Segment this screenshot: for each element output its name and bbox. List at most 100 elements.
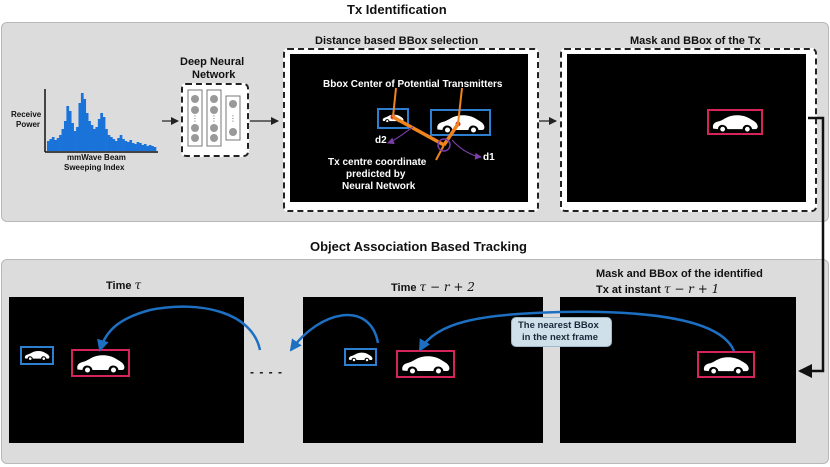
- identified-tx-prefix: Tx at instant: [596, 284, 661, 296]
- track-arrow-mid-to-gap: [289, 313, 380, 352]
- tau-tx-car: [77, 355, 125, 373]
- plot-bar: [88, 121, 91, 151]
- y-axis-label-line1: Receive: [11, 110, 42, 119]
- mid-other-bbox: [344, 348, 377, 366]
- plot-bar: [85, 113, 89, 151]
- plot-bar: [122, 139, 125, 151]
- x-axis-label-line2: Sweeping Index: [64, 163, 125, 172]
- bbox-selection-graphic: [377, 87, 491, 161]
- tx-centre-label-line3: Neural Network: [342, 181, 416, 192]
- mask-tx-bbox: [707, 109, 763, 135]
- time-tau-prefix: Time: [106, 280, 132, 292]
- plot-bar: [139, 143, 142, 151]
- mask-tx-title: Mask and BBox of the Tx: [630, 35, 761, 47]
- dnn-graphic: ⋮ ⋮ ⋮: [187, 89, 241, 147]
- plot-bar: [90, 125, 94, 151]
- tau-other-bbox: [20, 346, 54, 365]
- d2-arrow: [387, 126, 414, 145]
- d1-label: d1: [483, 152, 495, 163]
- plot-bar: [134, 144, 137, 151]
- plot-bar: [148, 145, 152, 151]
- d1-arrow: [451, 139, 482, 160]
- time-tau-label: Time τ: [106, 278, 141, 292]
- tx-centre-label-line2: predicted by: [346, 169, 406, 180]
- plot-bar: [151, 146, 154, 151]
- d2-label: d2: [375, 135, 387, 146]
- bbox-selection-title: Distance based BBox selection: [315, 35, 479, 47]
- callout-line2: in the next frame: [522, 332, 599, 343]
- identified-tx-label-line2: Tx at instant τ − r + 1: [596, 282, 719, 296]
- track-arrow-right-to-mid: [418, 310, 736, 352]
- bbox-centers-label: Bbox Center of Potential Transmitters: [323, 79, 503, 90]
- plot-bar: [56, 138, 60, 151]
- plot-bar: [105, 129, 108, 151]
- track-arrow-gap-to-tau: [97, 305, 262, 352]
- orange-line-large: [457, 87, 463, 125]
- plot-bar: [124, 141, 128, 151]
- plot-bar: [66, 106, 70, 151]
- plot-bar: [78, 103, 82, 151]
- plot-bar: [136, 142, 140, 151]
- plot-bar: [59, 135, 62, 151]
- plot-bar: [131, 143, 135, 151]
- orange-line-tx-centre: [435, 144, 445, 161]
- connector-down-arrow: [798, 116, 825, 378]
- plot-bar: [109, 137, 113, 151]
- frame-ellipsis: - - - -: [250, 365, 283, 379]
- svg-text:⋮: ⋮: [210, 114, 218, 123]
- tx-centre-marker: [437, 138, 451, 152]
- time-mid-symbol: τ − r + 2: [419, 280, 475, 294]
- plot-bar: [51, 137, 55, 151]
- plot-bar: [49, 139, 53, 151]
- mask-tx-car: [712, 115, 758, 132]
- plot-bar: [117, 138, 120, 151]
- tau-other-car: [24, 351, 50, 360]
- x-axis-label-line1: mmWave Beam: [67, 153, 126, 162]
- plot-bar: [119, 135, 123, 151]
- identified-tx-label-line1: Mask and BBox of the identified: [596, 268, 763, 280]
- time-tau-symbol: τ: [134, 278, 142, 292]
- plot-bars: [47, 93, 157, 151]
- distance-line-d2: [392, 115, 445, 147]
- right-tx-car: [703, 357, 749, 374]
- plot-bar: [107, 135, 111, 151]
- plot-bar: [126, 142, 130, 151]
- large-car-shape: [437, 115, 485, 133]
- plot-bar: [68, 111, 72, 151]
- plot-bar: [153, 147, 157, 151]
- plot-bar: [141, 145, 145, 151]
- svg-text:⋮: ⋮: [191, 114, 199, 123]
- plot-bar: [54, 140, 57, 151]
- plot-bar: [83, 99, 87, 151]
- tx-centre-label-line1: Tx centre coordinate: [328, 157, 427, 168]
- plot-bar: [129, 140, 133, 151]
- plot-bar: [71, 123, 74, 151]
- plot-bar: [143, 144, 147, 151]
- right-tx-bbox: [697, 351, 755, 378]
- distance-line-d1: [442, 123, 460, 146]
- plot-bar: [112, 139, 116, 151]
- plot-bar: [146, 146, 150, 151]
- plot-bar: [93, 129, 96, 151]
- tracking-title: Object Association Based Tracking: [310, 239, 527, 254]
- time-mid-prefix: Time: [391, 282, 417, 294]
- plot-bar: [100, 113, 104, 151]
- plot-bar: [47, 141, 50, 151]
- plot-bar: [80, 93, 84, 151]
- signal-plot-graphic: [44, 89, 158, 153]
- callout-line1: The nearest BBox: [518, 320, 599, 331]
- mid-tx-car: [402, 356, 450, 374]
- frame-time-tau: [9, 297, 244, 443]
- plot-bar: [63, 121, 67, 151]
- mid-other-car: [348, 352, 373, 362]
- mask-tx-frame: [567, 54, 806, 202]
- plot-bar: [114, 141, 118, 151]
- page-title: Tx Identification: [347, 2, 447, 17]
- plot-bar: [61, 129, 65, 151]
- identified-tx-symbol: τ − r + 1: [663, 282, 720, 296]
- dnn-label-line2: Network: [192, 69, 236, 81]
- plot-bar: [95, 127, 99, 151]
- plot-bar: [76, 127, 79, 151]
- orange-line-small: [392, 87, 397, 118]
